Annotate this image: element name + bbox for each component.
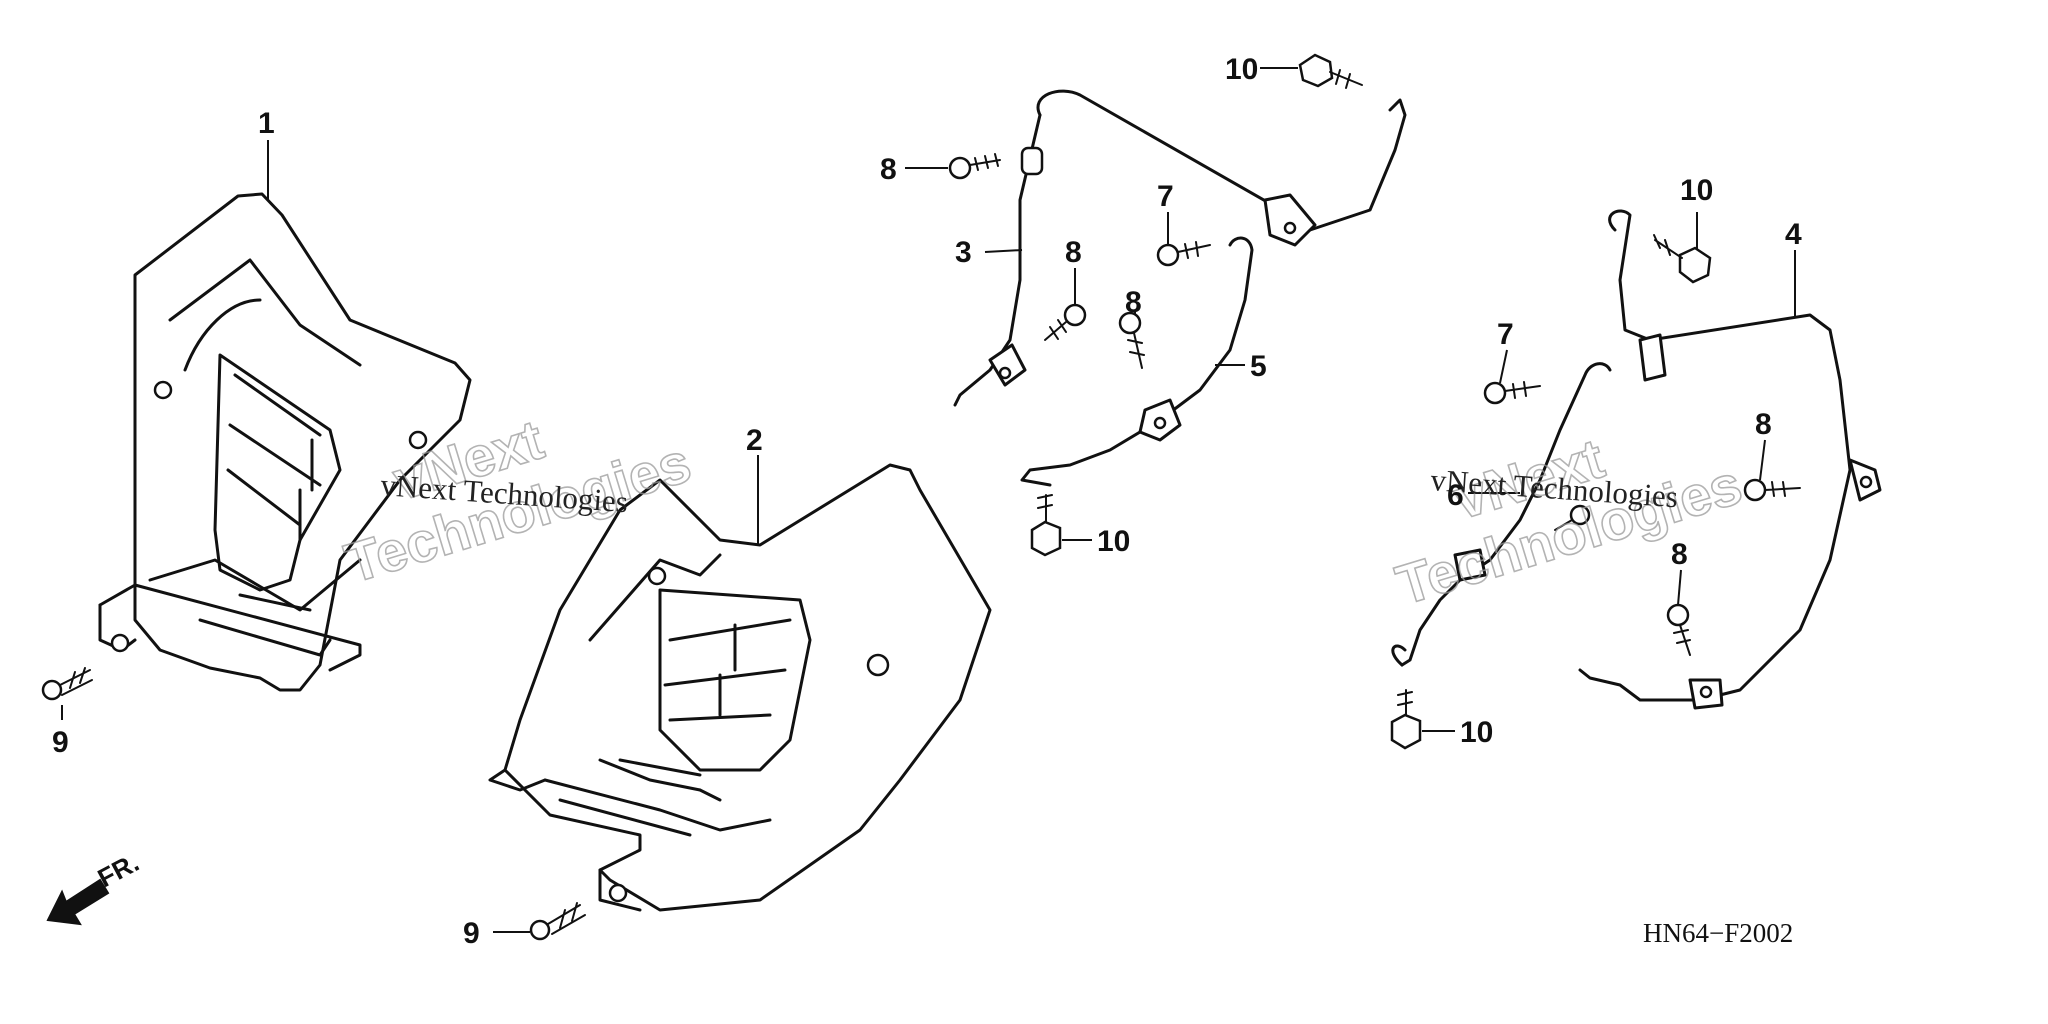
- callout-8e: 8: [1671, 538, 1688, 571]
- part-1-left-guard: [98, 192, 472, 692]
- drawing-code: HN64−F2002: [1643, 918, 1793, 948]
- bolt-10b: [1030, 494, 1062, 557]
- bolt-9b: [529, 902, 586, 941]
- part-2-right-guard: [488, 463, 992, 912]
- bolt-8b: [1044, 303, 1087, 341]
- callout-8a: 8: [880, 153, 897, 186]
- callout-6: 6: [1447, 479, 1464, 512]
- callout-10a: 10: [1225, 53, 1258, 86]
- bolt-10d: [1390, 689, 1422, 750]
- callout-8b: 8: [1065, 236, 1082, 269]
- callout-7a: 7: [1157, 180, 1174, 213]
- bolt-8c: [1118, 311, 1145, 369]
- fasteners: [41, 53, 1801, 941]
- callout-8d: 8: [1755, 408, 1772, 441]
- bolt-6: [1554, 504, 1591, 531]
- part-3-left-stay: [953, 89, 1407, 407]
- part-6-right-short-stay: [1391, 362, 1612, 667]
- bolt-10a: [1298, 53, 1363, 89]
- front-direction-indicator: FR.: [46, 847, 144, 926]
- bolt-10c: [1653, 234, 1712, 284]
- callout-9a: 9: [52, 726, 69, 759]
- callout-2: 2: [746, 424, 763, 457]
- part-4-right-stay: [1578, 209, 1882, 710]
- callout-9b: 9: [463, 917, 480, 950]
- callout-1: 1: [258, 107, 275, 140]
- callout-5: 5: [1250, 350, 1267, 383]
- callouts: 1 2 3 4 5 6 7 7 8 8 8 8 8 9 9 10 10 10 1…: [52, 53, 1802, 950]
- callout-3: 3: [955, 236, 972, 269]
- callout-4: 4: [1785, 218, 1802, 251]
- callout-8c: 8: [1125, 286, 1142, 319]
- bolt-8d: [1743, 478, 1801, 502]
- callout-7b: 7: [1497, 318, 1514, 351]
- callout-10d: 10: [1460, 716, 1493, 749]
- callout-10b: 10: [1097, 525, 1130, 558]
- bolt-8a: [948, 153, 1001, 180]
- bolt-9a: [41, 667, 93, 701]
- bolt-7b: [1483, 381, 1541, 405]
- bolt-8e: [1666, 603, 1691, 656]
- front-arrow-icon: [46, 878, 110, 926]
- part-5-short-stay: [1020, 236, 1254, 487]
- callout-10c: 10: [1680, 174, 1713, 207]
- leader-lines: [61, 67, 1796, 933]
- bolt-7a: [1156, 241, 1211, 267]
